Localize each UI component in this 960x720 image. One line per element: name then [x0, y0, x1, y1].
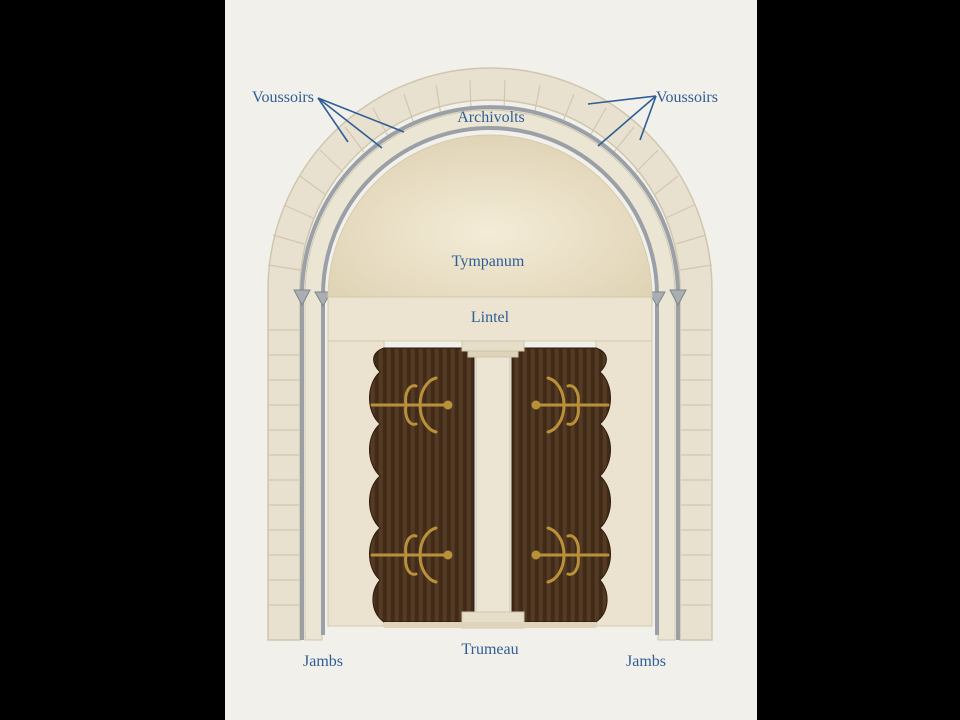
- hinges: [370, 376, 610, 584]
- archivolt-rings: [300, 105, 680, 640]
- capitals: [293, 289, 687, 308]
- label-trumeau: Trumeau: [461, 641, 518, 658]
- hinge-left-top: [370, 376, 453, 434]
- threshold: [384, 622, 596, 628]
- label-archivolts: Archivolts: [457, 109, 525, 126]
- label-tympanum: Tympanum: [452, 253, 525, 270]
- hinge-right-top: [531, 376, 610, 434]
- label-jambs-right: Jambs: [626, 653, 666, 670]
- label-jambs-left: Jambs: [303, 653, 343, 670]
- lintel: [327, 296, 653, 342]
- label-voussoirs-left: Voussoirs: [252, 89, 314, 106]
- hinge-left-bottom: [370, 526, 453, 584]
- label-voussoirs-right: Voussoirs: [656, 89, 718, 106]
- tympanum: [327, 134, 653, 298]
- left-door: [369, 347, 475, 623]
- jamb-joints: [268, 329, 712, 606]
- label-lintel: Lintel: [471, 309, 510, 326]
- trumeau-column: [461, 340, 525, 629]
- leader-lines: [317, 95, 657, 149]
- hinge-right-bottom: [531, 526, 610, 584]
